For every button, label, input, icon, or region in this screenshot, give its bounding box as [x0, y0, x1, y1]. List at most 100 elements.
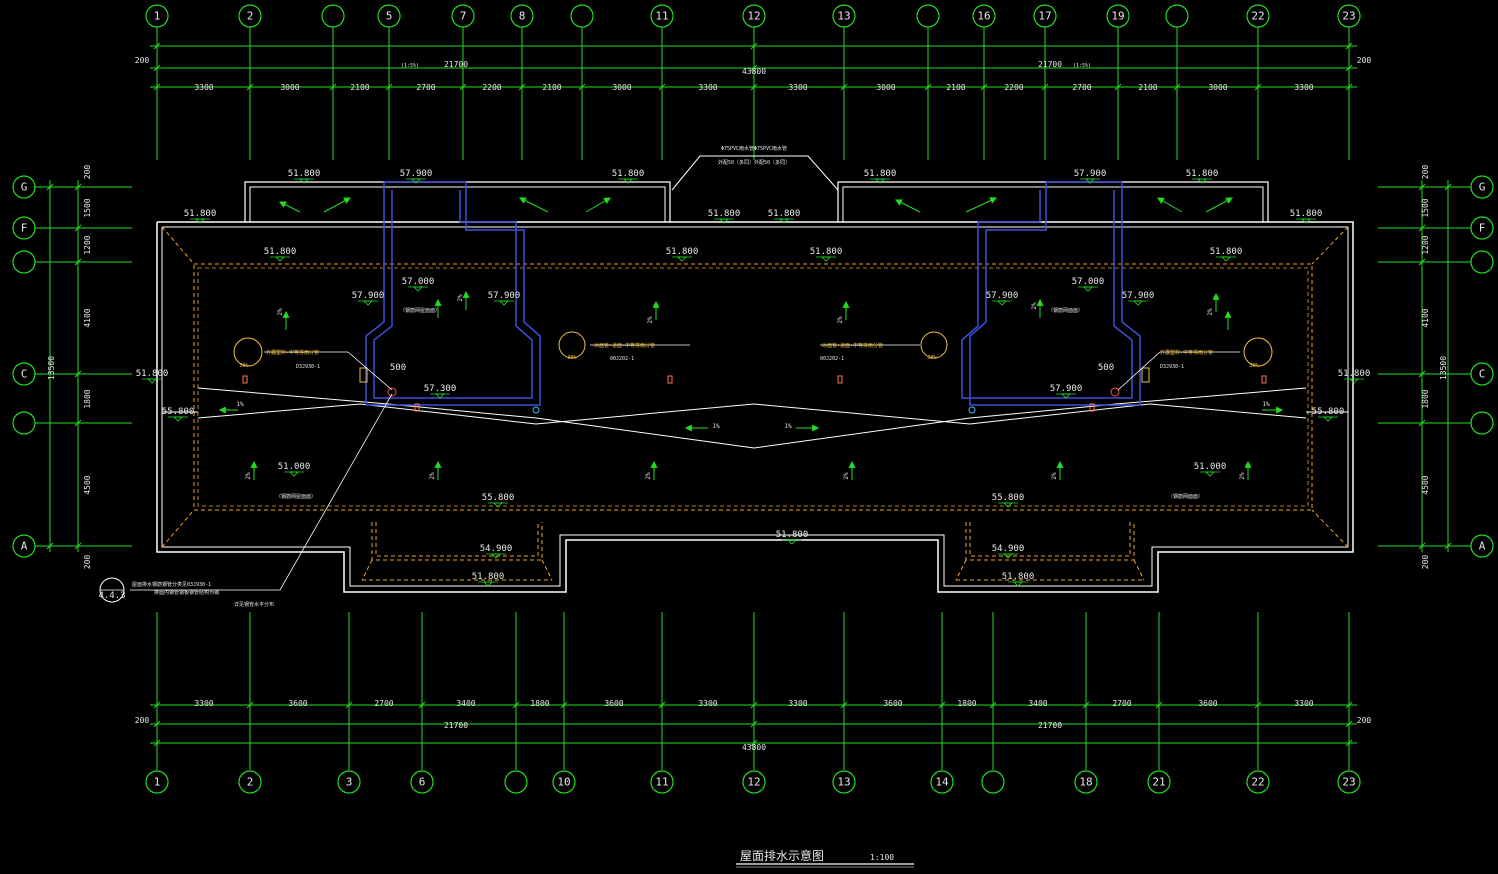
arrow-head [519, 197, 527, 204]
dim-tick [750, 701, 758, 709]
axis-bubble-bottom-6 [650, 770, 674, 794]
dim-bottom-edge-left: 200 [135, 716, 150, 725]
dim-tick [980, 83, 988, 91]
dim-bottom-bay: 3400 [1028, 699, 1047, 708]
slope-2pct-6: 2% [245, 472, 252, 480]
dim-tick [153, 701, 161, 709]
dim-right-bay: 1500 [1421, 198, 1430, 217]
slope-2pct-11: 2% [1239, 472, 1246, 480]
arrow-low-1-head [434, 460, 442, 468]
dim-tick [658, 701, 666, 709]
axis-bubble-bottom-8 [832, 770, 856, 794]
tag-1: 30% [239, 363, 248, 369]
axis-bubble-top-15-label: 22 [1251, 10, 1264, 23]
elevation-2: 51.800 [612, 169, 645, 179]
slope-2pct-4: 2% [1031, 302, 1038, 310]
elevation-10: 51.800 [264, 247, 297, 257]
dim-tick [246, 701, 254, 709]
axis-bubble-bottom-5 [552, 770, 576, 794]
arrow-low-2-head [650, 460, 658, 468]
axis-bubble-bottom-13-label: 22 [1251, 776, 1264, 789]
dim-tick [74, 419, 82, 427]
slope-1pct-0: 1% [236, 401, 244, 408]
axis-bubble-top-9 [832, 4, 856, 28]
dim-tick [74, 258, 82, 266]
dim-bottom-bay: 3300 [1294, 699, 1313, 708]
axis-bubble-left-1 [12, 216, 36, 240]
outlet-circle-0 [233, 337, 263, 367]
bay-left-inner [249, 186, 666, 222]
outlet-ref-b: 00J202-1 [610, 356, 634, 362]
axis-bubble-top-3-label: 5 [386, 10, 393, 23]
arrow-up-7-head [1224, 310, 1232, 318]
outlet-ref-a: D3J930-1 [296, 364, 320, 370]
arrow-h-head [812, 424, 820, 432]
hip-line-1 [1311, 226, 1349, 265]
pipe-dot-1 [968, 406, 976, 414]
elevation-mark [1349, 378, 1359, 384]
arrow-up-4-head [842, 300, 850, 308]
axis-bubble-top-6 [570, 4, 594, 28]
pipe-leader [671, 155, 839, 191]
elevation-31: 54.900 [480, 544, 513, 554]
dim-right-total: 13500 [1439, 356, 1448, 380]
axis-bubble-left-0 [12, 175, 36, 199]
dim-right-bay: 1800 [1421, 389, 1430, 408]
elevation-32: 54.900 [992, 544, 1025, 554]
elevation-25: 55.800 [1312, 407, 1345, 417]
dim-tick [1082, 701, 1090, 709]
dim-tick [750, 83, 758, 91]
arrow-head [1157, 197, 1165, 205]
dim-tick [512, 701, 520, 709]
dim-tick [1155, 701, 1163, 709]
callout-line-2: 排面内钢管钢板钢管结构为钢 [154, 589, 219, 596]
dim-tick [750, 64, 758, 72]
arrow-head [279, 201, 287, 208]
dimension-lines [46, 42, 1452, 747]
valley-line-a [197, 387, 1307, 449]
callout-number: 4.4.3 [98, 591, 125, 601]
axis-bubble-top-16 [1337, 4, 1361, 28]
dim-tick [1114, 83, 1122, 91]
axis-bubble-right-5 [1470, 534, 1494, 558]
dim-top-half-note-right: (1:5%) [1073, 63, 1091, 69]
axis-bubble-top-1-label: 2 [247, 10, 254, 23]
axis-bubble-bottom-12-label: 21 [1152, 776, 1165, 789]
arrow-low-3-head [848, 460, 856, 468]
callout-leader [130, 393, 393, 591]
elevation-mark [483, 581, 493, 587]
axis-bubble-top-8-label: 12 [747, 10, 760, 23]
arrow-head [603, 197, 611, 205]
dim-top-total: 43800 [742, 67, 766, 76]
elevation-mark [677, 256, 687, 262]
arrow-up-1-head [434, 298, 442, 306]
elevation-mark [413, 286, 423, 292]
dim-bottom-bay: 3600 [604, 699, 623, 708]
axis-bubble-top-0 [145, 4, 169, 28]
axis-bubble-bottom-14 [1337, 770, 1361, 794]
dim-top-bay: 3000 [876, 83, 895, 92]
dim-top-bay: 2200 [1004, 83, 1023, 92]
axis-bubble-top-4 [451, 4, 475, 28]
dim-tick [1345, 701, 1353, 709]
outlet-circle-1 [558, 331, 586, 359]
slope-1pct-1: 1% [712, 423, 720, 430]
dim-tick [658, 83, 666, 91]
elevation-7: 51.800 [708, 209, 741, 219]
elevation-mark [1133, 300, 1143, 306]
dim-bottom-bay: 3600 [288, 699, 307, 708]
dim-tick [329, 83, 337, 91]
dim-tick [385, 83, 393, 91]
elevation-3: 51.800 [864, 169, 897, 179]
dim-top-bay: 2700 [1072, 83, 1091, 92]
dim-tick [560, 701, 568, 709]
axis-bubble-top-12 [1033, 4, 1057, 28]
drawing-scale: 1:100 [870, 853, 894, 862]
dim-top-bay: 3300 [1294, 83, 1313, 92]
axis-bubble-bottom-3 [410, 770, 434, 794]
elevation-29: 55.800 [992, 493, 1025, 503]
dim-top-edge-left: 200 [135, 56, 150, 65]
axis-bubble-bottom-14-label: 23 [1342, 776, 1355, 789]
